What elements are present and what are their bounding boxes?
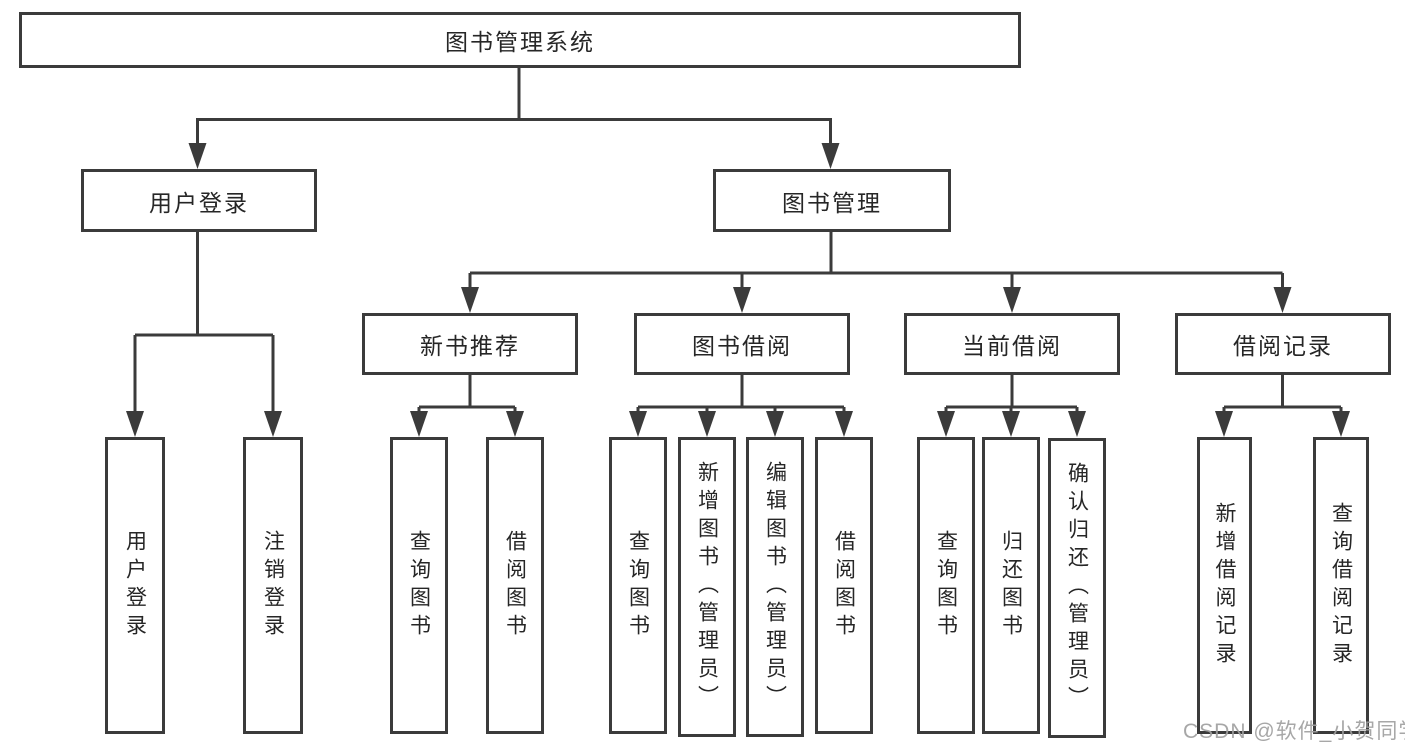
arrowhead [835,411,853,437]
arrowhead [733,287,751,313]
node-new-book-recommend: 新书推荐 [362,313,578,375]
arrowhead [1003,287,1021,313]
node-borrowing-records: 借阅记录 [1175,313,1391,375]
node-user-login: 用户登录 [81,169,317,232]
node-leaf-edit-books-admin: 编辑图书（管理员） [746,437,804,737]
leaf-label: 用户登录 [123,529,147,642]
leaf-label: 借阅图书 [832,529,856,642]
node-leaf-user-login: 用户登录 [105,437,165,734]
node-book-borrowing: 图书借阅 [634,313,850,375]
node-leaf-add-borrow-record: 新增借阅记录 [1197,437,1252,734]
leaf-label: 查询图书 [934,529,958,642]
arrowhead [410,411,428,437]
node-current-borrowing: 当前借阅 [904,313,1120,375]
leaf-label: 查询图书 [626,529,650,642]
leaf-label: 查询借阅记录 [1329,501,1353,670]
node-leaf-query-books-current: 查询图书 [917,437,975,734]
leaf-label: 确认归还（管理员） [1065,462,1089,714]
node-leaf-query-books: 查询图书 [609,437,667,734]
node-leaf-logout: 注销登录 [243,437,303,734]
node-leaf-query-borrow-record: 查询借阅记录 [1313,437,1369,734]
node-leaf-return-books: 归还图书 [982,437,1040,734]
node-root: 图书管理系统 [19,12,1021,68]
arrowhead [698,411,716,437]
arrowhead [126,411,144,437]
watermark: CSDN @软件_小贺同学 [1183,720,1405,743]
arrowhead [264,411,282,437]
leaf-label: 注销登录 [261,529,285,642]
arrowhead [1273,287,1292,313]
leaf-label: 编辑图书（管理员） [763,461,787,713]
tree-edges [126,68,1350,437]
arrowhead [1068,411,1086,437]
arrowhead [1002,411,1020,437]
arrowhead [1215,411,1233,437]
node-leaf-borrow-books-recommend: 借阅图书 [486,437,544,734]
leaf-label: 归还图书 [999,529,1023,642]
arrowhead [629,411,647,437]
leaf-label: 新增借阅记录 [1213,501,1237,670]
arrowhead [821,143,840,169]
arrowhead [1332,411,1350,437]
arrowhead [188,143,207,169]
node-leaf-query-books-recommend: 查询图书 [390,437,448,734]
arrowhead [506,411,524,437]
node-book-management: 图书管理 [713,169,951,232]
leaf-label: 借阅图书 [503,529,527,642]
arrowhead [461,287,479,313]
leaf-label: 查询图书 [407,529,431,642]
node-leaf-borrow-books: 借阅图书 [815,437,873,734]
leaf-label: 新增图书（管理员） [695,461,719,713]
arrowhead [937,411,955,437]
node-leaf-confirm-return-admin: 确认归还（管理员） [1048,438,1106,738]
arrowhead [766,411,784,437]
node-leaf-add-books-admin: 新增图书（管理员） [678,437,736,737]
